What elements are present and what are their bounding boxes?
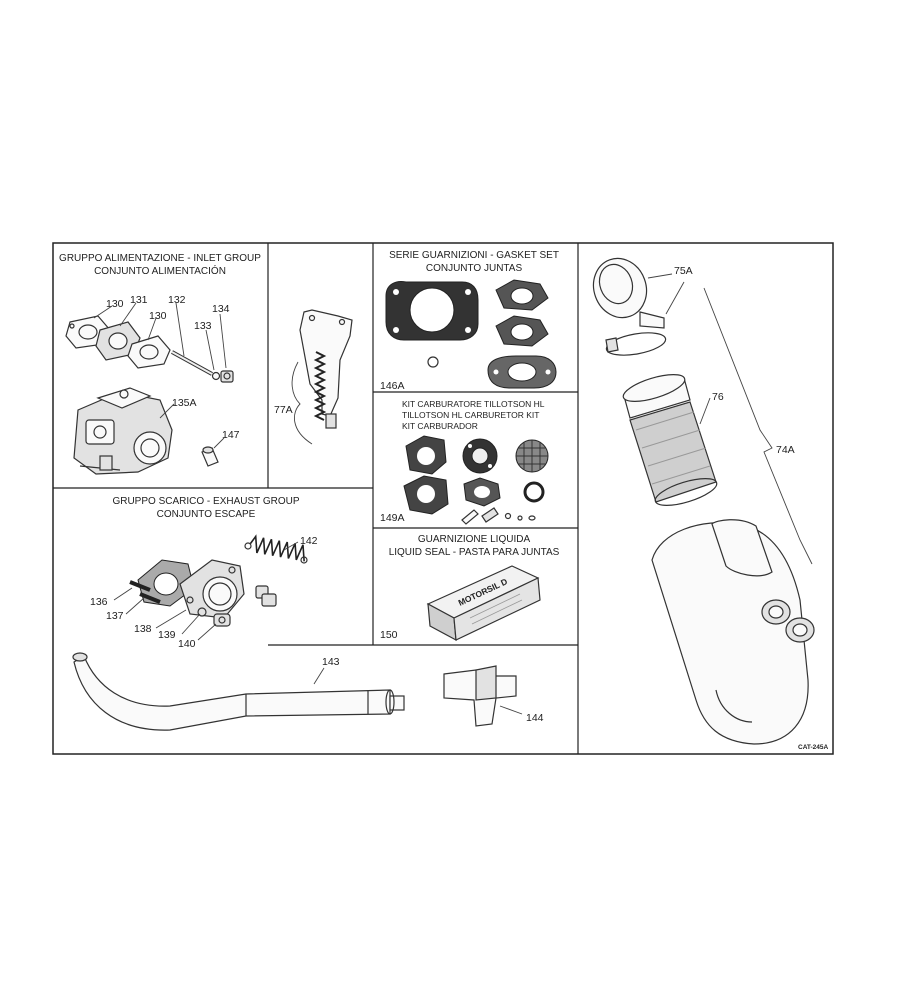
carb-kit-title-line1: KIT CARBURATORE TILLOTSON HL bbox=[402, 399, 545, 409]
label-135a: 135A bbox=[172, 397, 197, 409]
end-cap-75a bbox=[592, 257, 665, 329]
inlet-title-line2: CONJUNTO ALIMENTACIÓN bbox=[94, 264, 226, 277]
exhaust-nut-140 bbox=[213, 613, 231, 627]
carb-kit-panel: KIT CARBURATORE TILLOTSON HL TILLOTSON H… bbox=[380, 399, 549, 525]
silencer-panel: 75A 76 74A CAT-245A bbox=[592, 257, 829, 751]
exhaust-gasket-mid bbox=[495, 315, 549, 347]
carb-kit-title-line3: KIT CARBURADOR bbox=[402, 421, 478, 431]
exhaust-title-line2: CONJUNTO ESCAPE bbox=[157, 509, 256, 520]
label-75a: 75A bbox=[674, 265, 693, 277]
gasket-set-panel: SERIE GUARNIZIONI - GASKET SET CONJUNTO … bbox=[380, 250, 559, 392]
label-134: 134 bbox=[212, 303, 230, 315]
label-137: 137 bbox=[106, 610, 124, 622]
label-131: 131 bbox=[130, 294, 148, 306]
liquid-title-line1: GUARNIZIONE LIQUIDA bbox=[418, 534, 531, 545]
label-130: 130 bbox=[106, 298, 124, 310]
carb-kit-title-line2: TILLOTSON HL CARBURETOR KIT bbox=[402, 410, 539, 420]
exhaust-pipe-143 bbox=[72, 652, 405, 731]
inlet-group-panel: GRUPPO ALIMENTAZIONE - INLET GROUP CONJU… bbox=[59, 253, 261, 475]
filter-element-76 bbox=[622, 374, 718, 506]
o-ring bbox=[427, 356, 439, 368]
motorsil-package: MOTORSIL D bbox=[426, 565, 541, 642]
label-133: 133 bbox=[194, 320, 212, 332]
label-77a: 77A bbox=[274, 404, 293, 416]
label-140: 140 bbox=[178, 638, 196, 650]
inlet-title-line1: GRUPPO ALIMENTAZIONE - INLET GROUP bbox=[59, 253, 261, 264]
label-149a: 149A bbox=[380, 512, 405, 524]
inlet-gasket-130-second bbox=[127, 335, 171, 369]
inlet-spacer-131 bbox=[95, 321, 141, 361]
inlet-screw-147 bbox=[201, 446, 219, 467]
inlet-gasket-oval bbox=[487, 355, 557, 389]
carb-small-gasket bbox=[463, 477, 501, 507]
carburetor-135a bbox=[73, 387, 173, 475]
label-130-second: 130 bbox=[149, 310, 167, 322]
exhaust-nuts-pair bbox=[255, 585, 277, 607]
cylinder-base-gasket bbox=[385, 281, 479, 341]
bracket-panel: 77A bbox=[274, 309, 353, 445]
inlet-nut-134 bbox=[220, 370, 234, 383]
inlet-stud-132 bbox=[171, 350, 213, 376]
liquid-seal-panel: GUARNIZIONE LIQUIDA LIQUID SEAL - PASTA … bbox=[380, 534, 560, 642]
carb-metering-gasket bbox=[403, 475, 449, 515]
silencer-box bbox=[651, 519, 815, 745]
label-144: 144 bbox=[526, 712, 544, 724]
exhaust-gasket-top bbox=[495, 279, 549, 311]
label-150: 150 bbox=[380, 629, 398, 641]
panel-frame bbox=[52, 242, 834, 755]
clamp-band bbox=[605, 332, 667, 356]
exhaust-manifold-138 bbox=[179, 559, 245, 619]
carb-screen bbox=[515, 439, 549, 473]
label-142: 142 bbox=[300, 535, 318, 547]
label-76: 76 bbox=[712, 391, 724, 403]
gasket-title-line1: SERIE GUARNIZIONI - GASKET SET bbox=[389, 250, 559, 261]
bracket-77a bbox=[299, 309, 353, 429]
label-132: 132 bbox=[168, 294, 186, 306]
inlet-washer-133 bbox=[211, 371, 221, 381]
label-74a: 74A bbox=[776, 444, 795, 456]
carb-small-parts bbox=[461, 507, 536, 525]
label-139: 139 bbox=[158, 629, 176, 641]
bracket-spring bbox=[313, 351, 327, 421]
exhaust-bracket-144 bbox=[443, 665, 517, 727]
catalog-code: CAT-245A bbox=[798, 744, 829, 751]
liquid-title-line2: LIQUID SEAL - PASTA PARA JUNTAS bbox=[389, 547, 560, 558]
label-143: 143 bbox=[322, 656, 340, 668]
exhaust-title-line1: GRUPPO SCARICO - EXHAUST GROUP bbox=[112, 496, 299, 507]
label-136: 136 bbox=[90, 596, 108, 608]
exhaust-studs-137 bbox=[129, 580, 161, 604]
carb-diaphragm-gasket bbox=[405, 435, 447, 475]
exhaust-spring-142 bbox=[244, 534, 308, 564]
gasket-title-line2: CONJUNTO JUNTAS bbox=[426, 263, 523, 274]
label-146a: 146A bbox=[380, 380, 405, 392]
label-147: 147 bbox=[222, 429, 240, 441]
carb-pump-diaphragm bbox=[462, 438, 498, 474]
carb-ring bbox=[523, 481, 545, 503]
exhaust-group-panel: GRUPPO SCARICO - EXHAUST GROUP CONJUNTO … bbox=[72, 496, 544, 731]
label-138: 138 bbox=[134, 623, 152, 635]
exhaust-gasket-136 bbox=[137, 559, 195, 607]
